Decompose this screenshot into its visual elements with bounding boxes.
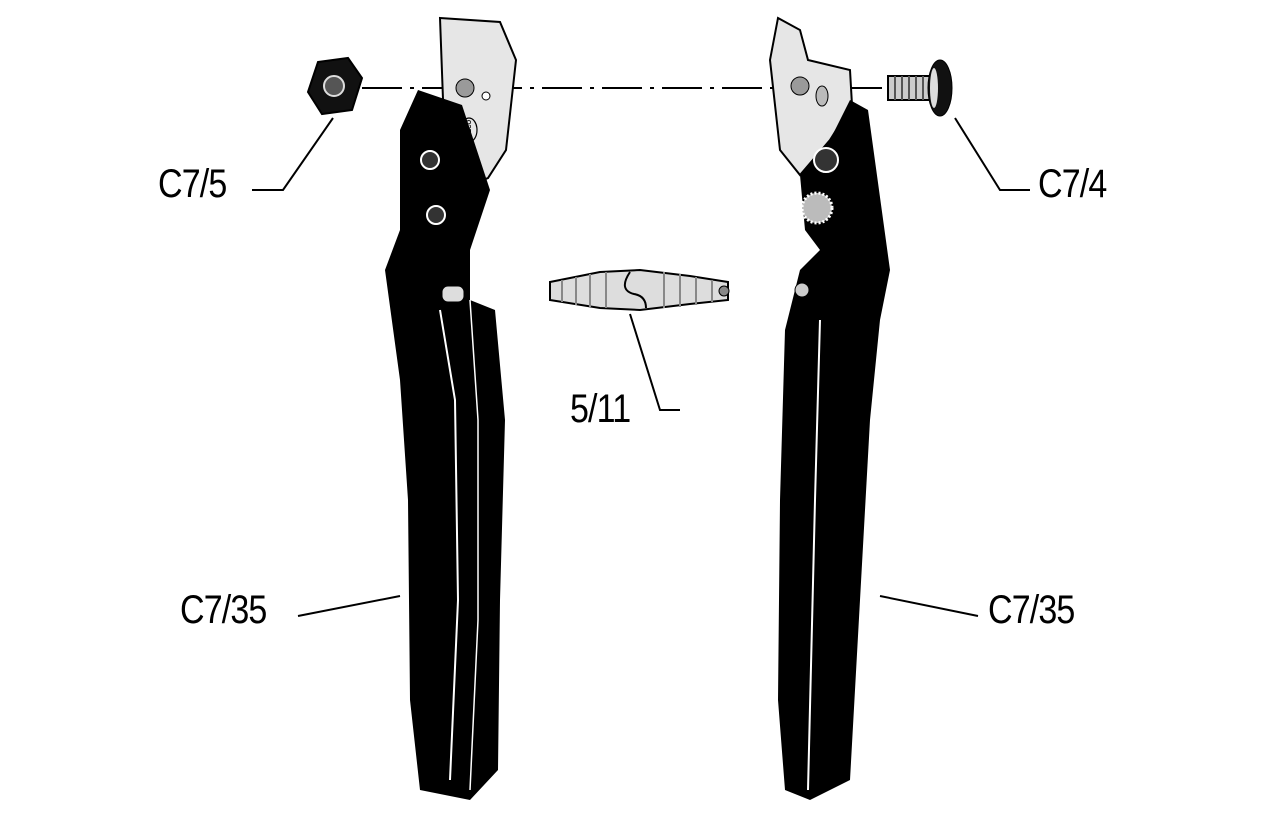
right-handle-part: [768, 16, 890, 800]
leader-line-bolt: [954, 117, 1030, 191]
label-bolt: C7/4: [1038, 162, 1107, 206]
leader-line-nut: [252, 117, 334, 191]
left-handle-part: [385, 16, 518, 800]
leader-line-handle-right: [879, 595, 979, 617]
blade-model: C3: [464, 147, 473, 154]
label-handle-left: C7/35: [180, 588, 267, 632]
blade-brand: FELCO: [467, 120, 473, 141]
label-handle-right: C7/35: [988, 588, 1075, 632]
felco-logo-oval: [460, 117, 478, 143]
nut-part: [306, 56, 364, 116]
bolt-part: [887, 59, 953, 117]
label-nut: C7/5: [158, 162, 227, 206]
label-spring: 5/11: [570, 387, 631, 431]
leader-line-spring: [629, 313, 680, 411]
spring-part: [549, 268, 730, 312]
leader-line-handle-left: [297, 595, 401, 617]
